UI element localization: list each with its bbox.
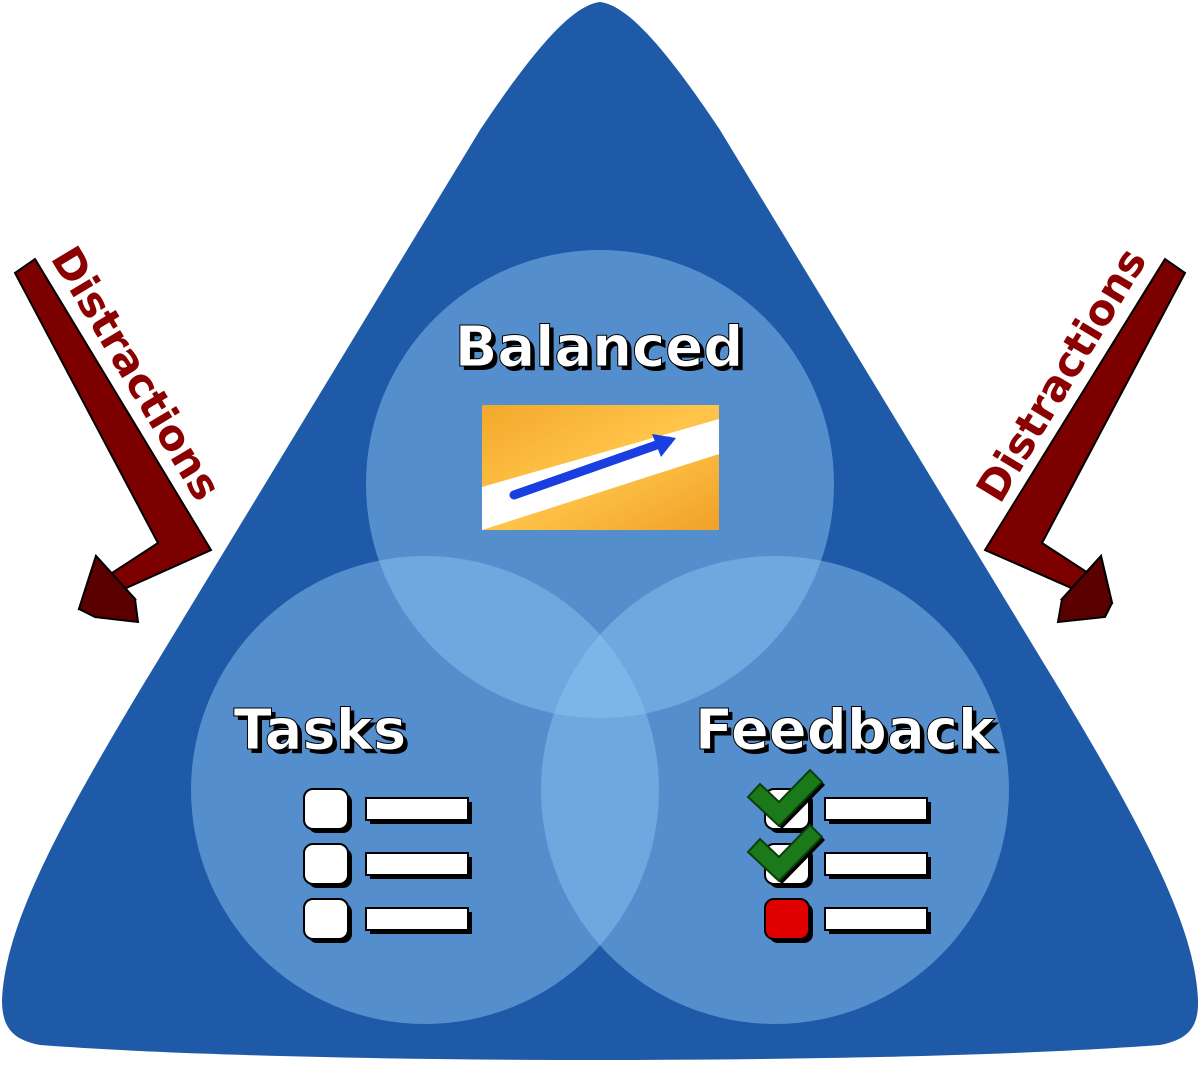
tasks-checklist-icon [303,788,472,943]
feedback-label: Feedback [695,698,997,763]
feedback-checklist-icon [746,768,931,943]
balanced-label-shadow: Balanced [459,319,748,384]
feedback-label-shadow: Feedback [699,702,1001,767]
left-distractions-arrow [13,257,213,624]
flag-marker [764,898,810,940]
tasks-label-shadow: Tasks [238,702,411,767]
tasks-label: Tasks [234,698,407,763]
balance-chart-icon [482,405,719,530]
balanced-label: Balanced [455,315,744,380]
right-distractions-arrow [983,257,1187,624]
check-icon [746,768,825,829]
check-icon [746,823,825,884]
